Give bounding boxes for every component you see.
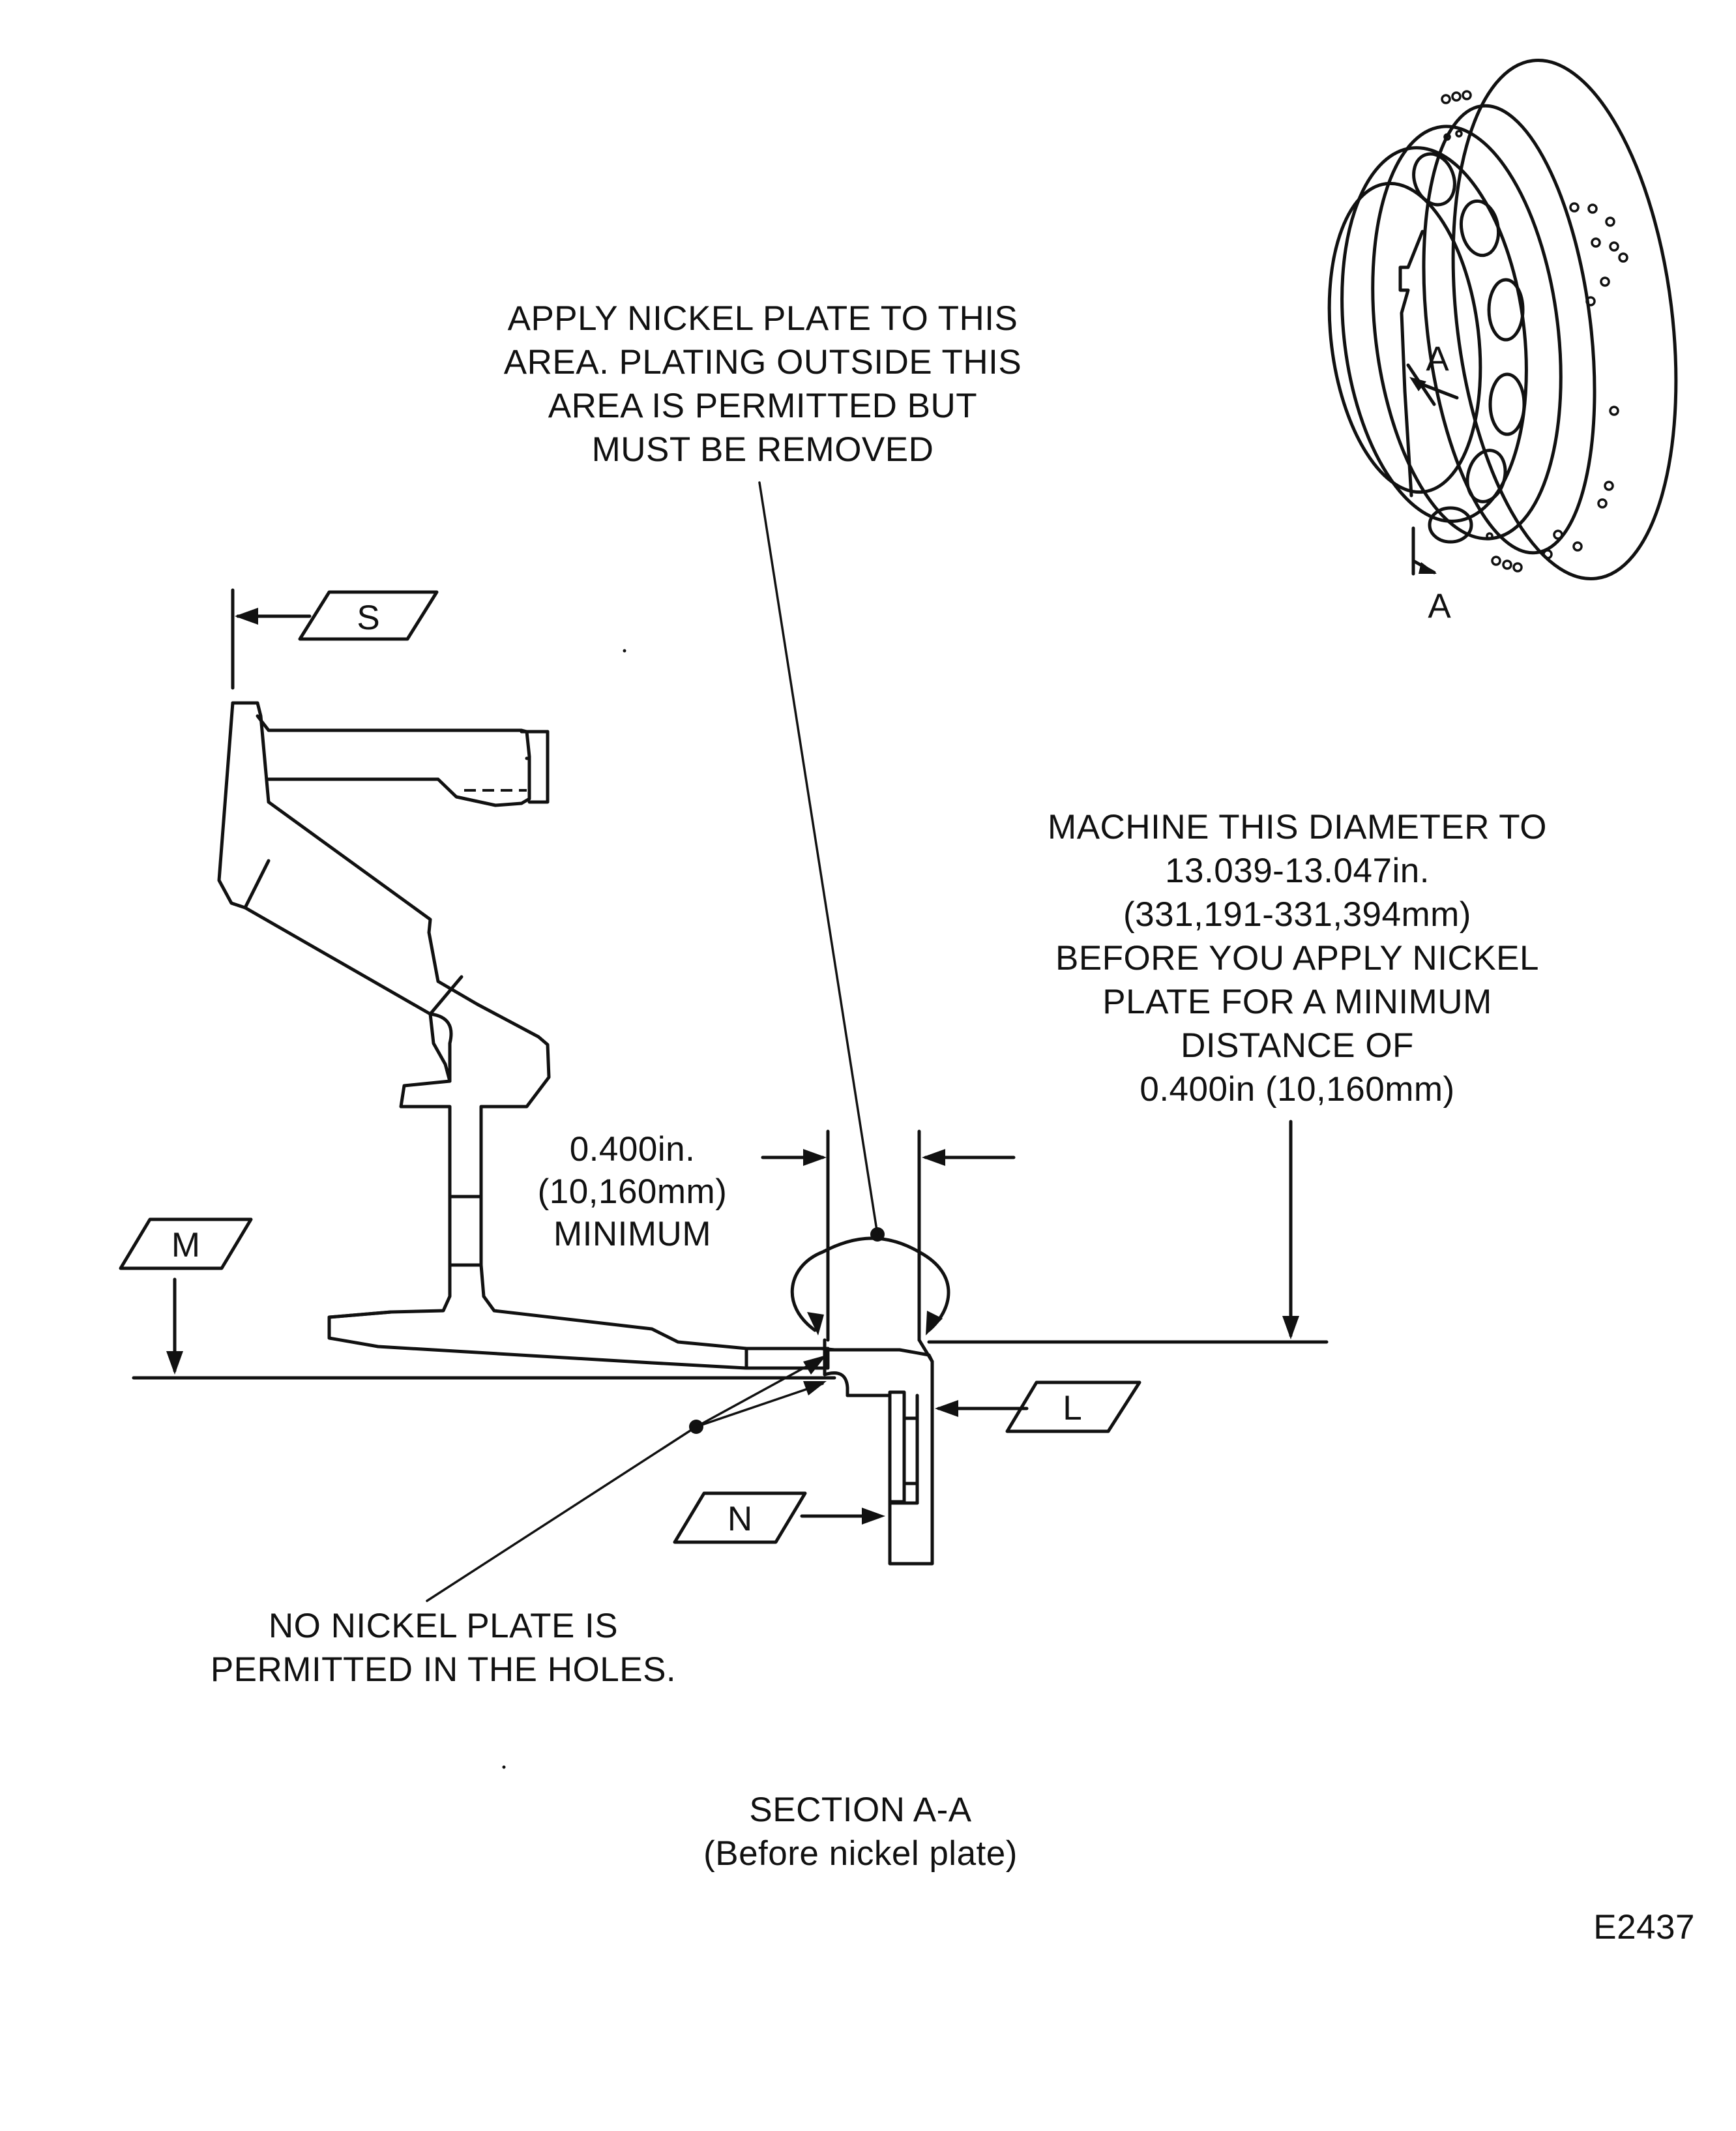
- datum-flag-l: L: [1005, 1380, 1141, 1433]
- flange-bolt-holes: [1441, 90, 1628, 573]
- datum-m-label: M: [171, 1226, 200, 1264]
- datum-flag-m: M: [119, 1217, 253, 1270]
- minimum-distance-note: 0.400in. (10,160mm) MINIMUM: [537, 1130, 728, 1253]
- datum-flag-n: N: [673, 1491, 807, 1544]
- dimension-arrows: [166, 608, 1299, 1525]
- part-cross-section: [217, 701, 934, 1566]
- plating-area-indicator: [758, 481, 950, 1335]
- datum-flag-s: S: [298, 590, 439, 641]
- datum-n-label: N: [728, 1500, 752, 1538]
- drawing-id: E2437: [1593, 1908, 1695, 1946]
- datum-s-label: S: [357, 599, 379, 637]
- section-title: SECTION A-A (Before nickel plate): [703, 1791, 1018, 1873]
- section-cut-line: A A: [1411, 340, 1451, 625]
- isometric-part-view: A A: [1327, 58, 1678, 625]
- no-plate-in-holes-note: NO NICKEL PLATE IS PERMITTED IN THE HOLE…: [210, 1607, 677, 1689]
- section-cut-label-upper: A: [1426, 340, 1449, 378]
- datum-l-label: L: [1063, 1389, 1081, 1427]
- machine-diameter-note: MACHINE THIS DIAMETER TO 13.039-13.047in…: [1048, 808, 1547, 1109]
- no-plate-holes-leader: [426, 1355, 827, 1602]
- apply-nickel-plate-note: APPLY NICKEL PLATE TO THIS AREA. PLATING…: [503, 299, 1022, 469]
- reference-lines: [132, 588, 1329, 1380]
- section-cut-label-lower: A: [1428, 587, 1451, 625]
